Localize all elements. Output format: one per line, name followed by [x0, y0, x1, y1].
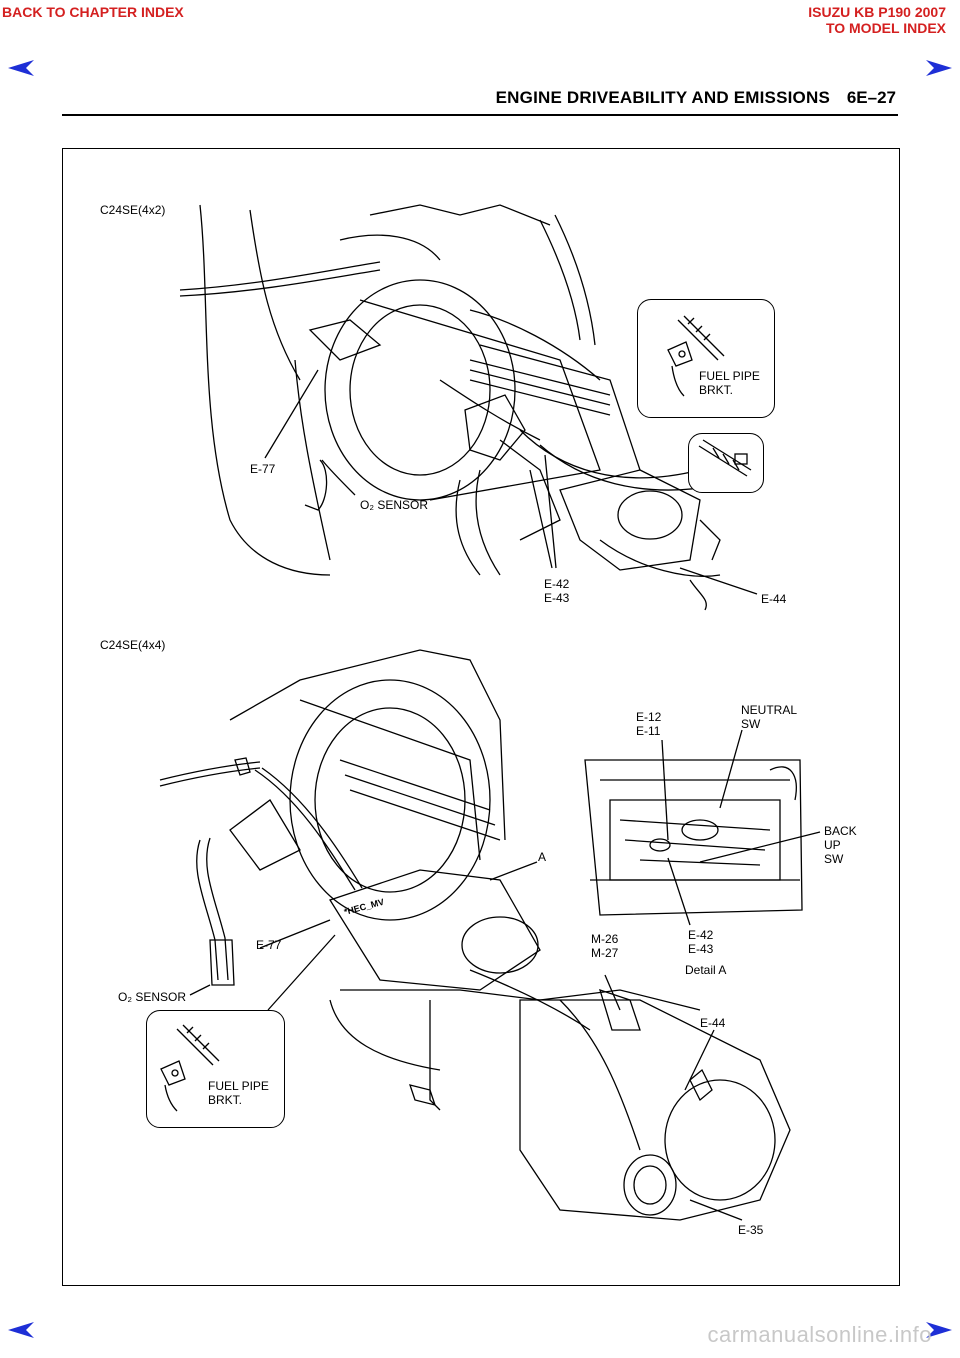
connector-e44-label-bottom: E-44: [700, 1016, 726, 1030]
fuel-pipe-bracket-label-bottom: FUEL PIPE BRKT.: [208, 1079, 269, 1107]
fuel-pipe-bracket-illustration-bottom: [160, 1024, 220, 1112]
next-page-arrow-icon[interactable]: [924, 58, 954, 78]
fuel-pipe-bracket-inset-bottom: [146, 1010, 285, 1128]
detail-a-callout: A: [538, 850, 547, 864]
connector-e12-e11-label: E-12 E-11: [636, 710, 662, 738]
detail-a-caption: Detail A: [685, 963, 727, 977]
connector-e42-e43-label-top: E-42 E-43: [544, 577, 570, 605]
model-label-4x4: C24SE(4x4): [100, 638, 166, 652]
connector-e35-label: E-35: [738, 1223, 764, 1237]
connector-e44-label-top: E-44: [761, 592, 787, 606]
connector-m26-m27-label: M-26 M-27: [591, 932, 619, 960]
section-title: ENGINE DRIVEABILITY AND EMISSIONS: [495, 88, 830, 107]
svg-text:*HEC_MV: *HEC_MV: [343, 897, 385, 917]
to-model-index-link[interactable]: TO MODEL INDEX: [825, 20, 946, 36]
neutral-switch-label: NEUTRAL SW: [741, 703, 798, 731]
connector-e77-label-top: E-77: [250, 462, 276, 476]
fuel-pipe-bracket-label-top: FUEL PIPE BRKT.: [699, 369, 760, 397]
connector-illustration: [698, 439, 752, 477]
watermark: carmanualsonline.info: [707, 1322, 932, 1347]
model-label-4x2: C24SE(4x2): [100, 203, 166, 217]
o2-sensor-label-top: O₂ SENSOR: [360, 498, 429, 512]
figure-frame: [62, 148, 900, 1286]
o2-sensor-label-bottom: O₂ SENSOR: [118, 990, 187, 1004]
header-rule: [62, 114, 898, 116]
connector-e42-e43-label-bottom: E-42 E-43: [688, 928, 714, 956]
fuel-pipe-bracket-illustration: [667, 315, 725, 397]
back-to-chapter-index-link[interactable]: BACK TO CHAPTER INDEX: [2, 4, 184, 20]
model-title-link[interactable]: ISUZU KB P190 2007: [808, 4, 946, 20]
page-number: 6E–27: [846, 88, 896, 107]
connector-e77-label-bottom: E-77: [256, 938, 282, 952]
fuel-pipe-bracket-inset-top: [637, 299, 775, 418]
previous-page-bottom-arrow-icon[interactable]: [6, 1320, 36, 1340]
next-page-bottom-arrow-icon[interactable]: [924, 1320, 954, 1340]
previous-page-arrow-icon[interactable]: [6, 58, 36, 78]
connector-detail-inset: [688, 433, 764, 493]
backup-switch-label: BACK UP SW: [824, 824, 857, 866]
